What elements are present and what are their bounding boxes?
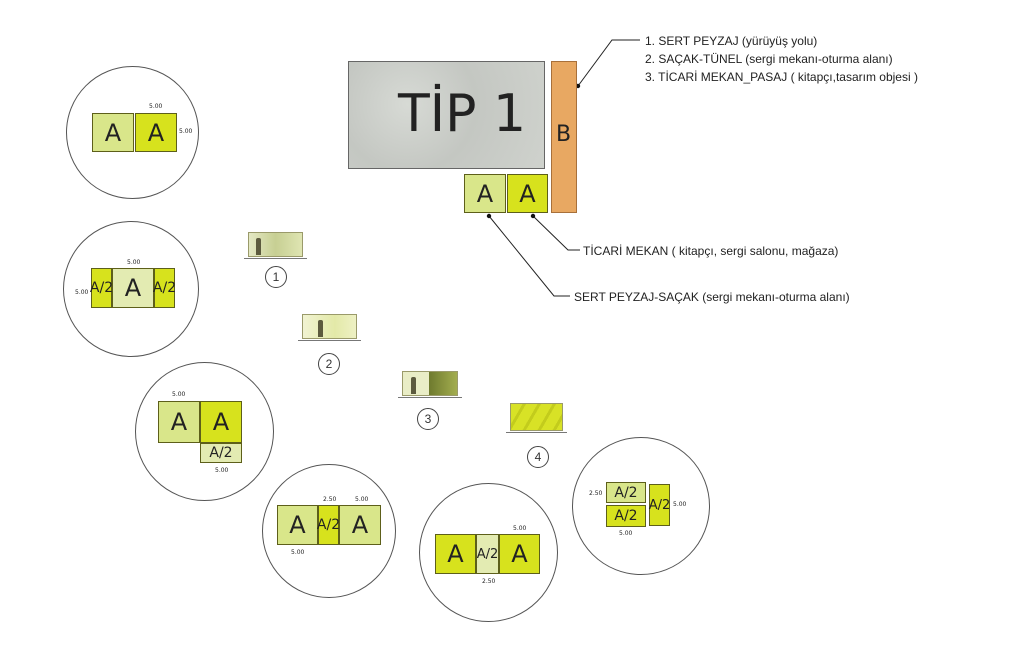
section-drawing-4 xyxy=(510,403,563,431)
dimension-label: 5.00 xyxy=(619,530,633,537)
dimension-label: 5.00 xyxy=(127,259,141,266)
module-a: A xyxy=(92,113,134,152)
main-module-a-light: A xyxy=(464,174,506,213)
dimension-label: 2.50 xyxy=(482,578,496,585)
module-a2: A/2 xyxy=(606,505,646,527)
module-a: A xyxy=(158,401,200,443)
section-drawing-2 xyxy=(302,314,357,339)
module-a2: A/2 xyxy=(476,534,499,574)
dimension-label: 5.00 xyxy=(149,103,163,110)
legend-item-2: 2. SAÇAK-TÜNEL (sergi mekanı-oturma alan… xyxy=(645,52,893,66)
human-figure-icon xyxy=(318,320,323,337)
module-a: A xyxy=(339,505,381,545)
dimension-label: 2.50 xyxy=(589,490,603,497)
module-a: A xyxy=(112,268,154,308)
module-a2: A/2 xyxy=(649,484,670,526)
module-a2: A/2 xyxy=(317,505,340,545)
dimension-label: 5.00 xyxy=(355,496,369,503)
module-a2: A/2 xyxy=(606,482,646,503)
legend-item-3: 3. TİCARİ MEKAN_PASAJ ( kitapçı,tasarım … xyxy=(645,70,918,84)
module-a2: A/2 xyxy=(153,268,176,308)
module-a: A xyxy=(435,534,476,574)
section-number-4: 4 xyxy=(527,446,549,468)
human-figure-icon xyxy=(411,377,416,394)
module-a2: A/2 xyxy=(90,268,113,308)
ground-line xyxy=(298,340,361,341)
module-a: A xyxy=(499,534,540,574)
b-strip xyxy=(551,61,577,213)
dimension-label: 5.00 xyxy=(513,525,527,532)
module-a: A xyxy=(135,113,177,152)
dimension-label: 5.00 xyxy=(215,467,229,474)
callout-ticari: TİCARİ MEKAN ( kitapçı, sergi salonu, ma… xyxy=(583,244,839,258)
ground-line xyxy=(398,397,462,398)
ground-line xyxy=(244,258,307,259)
section-number-1: 1 xyxy=(265,266,287,288)
section-number-3: 3 xyxy=(417,408,439,430)
dimension-label: 5.00 xyxy=(179,128,193,135)
ground-line xyxy=(506,432,567,433)
dimension-label: 2.50 xyxy=(323,496,337,503)
human-figure-icon xyxy=(256,238,261,255)
dimension-label: 5.00 xyxy=(673,501,687,508)
dimension-label: 5.00 xyxy=(75,289,89,296)
callout-sert: SERT PEYZAJ-SAÇAK (sergi mekanı-oturma a… xyxy=(574,290,850,304)
module-a2: A/2 xyxy=(200,443,242,463)
module-a: A xyxy=(200,401,242,443)
dimension-label: 5.00 xyxy=(291,549,305,556)
main-module-a-dark: A xyxy=(507,174,548,213)
section-number-2: 2 xyxy=(318,353,340,375)
tip-block xyxy=(348,61,545,169)
b-label: B xyxy=(556,122,572,147)
tip-label: TİP 1 xyxy=(398,84,527,144)
legend-item-1: 1. SERT PEYZAJ (yürüyüş yolu) xyxy=(645,34,818,48)
module-a: A xyxy=(277,505,318,545)
dimension-label: 5.00 xyxy=(172,391,186,398)
